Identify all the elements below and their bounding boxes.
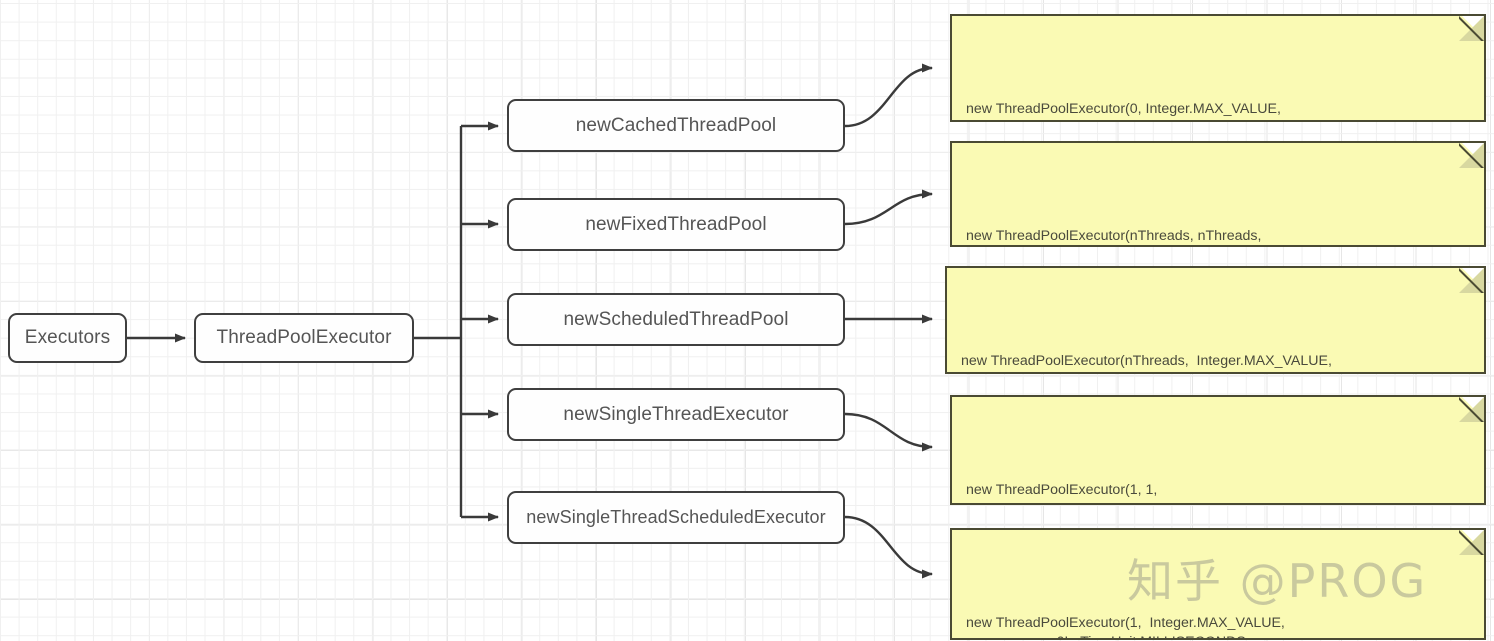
note-text: new ThreadPoolExecutor(nThreads, Integer… — [961, 353, 1332, 372]
arrow-tpe-to-trunk — [414, 126, 463, 517]
node-method-label: newFixedThreadPool — [585, 213, 767, 235]
note-text: new ThreadPoolExecutor(nThreads, nThread… — [966, 228, 1262, 245]
node-method-new-single-thread-executor[interactable]: newSingleThreadExecutor — [507, 388, 845, 441]
node-executors-label: Executors — [24, 327, 111, 348]
node-method-label: newScheduledThreadPool — [563, 308, 789, 330]
note-fold-shade-icon — [1459, 397, 1484, 422]
note-single-thread-scheduled-executor-constructor: new ThreadPoolExecutor(1, Integer.MAX_VA… — [950, 528, 1486, 640]
arrow-method-5-to-note-5 — [844, 515, 933, 579]
arrow-method-2-to-note-2 — [844, 189, 933, 226]
node-threadpoolexecutor[interactable]: ThreadPoolExecutor — [194, 313, 414, 363]
note-text: new ThreadPoolExecutor(1, 1, 0L, TimeUni… — [966, 482, 1250, 503]
node-method-label: newCachedThreadPool — [575, 114, 777, 136]
note-fold-shade-icon — [1459, 530, 1484, 555]
note-fold-shade-icon — [1459, 16, 1484, 41]
note-scheduled-thread-pool-constructor: new ThreadPoolExecutor(nThreads, Integer… — [945, 266, 1486, 374]
arrow-method-1-to-note-1 — [844, 63, 933, 128]
note-fold-shade-icon — [1459, 143, 1484, 168]
note-text: new ThreadPoolExecutor(1, Integer.MAX_VA… — [966, 615, 1285, 638]
node-method-new-single-thread-scheduled-executor[interactable]: newSingleThreadScheduledExecutor — [507, 491, 845, 544]
node-method-new-fixed-thread-pool[interactable]: newFixedThreadPool — [507, 198, 845, 251]
note-fold-shade-icon — [1459, 268, 1484, 293]
node-method-new-scheduled-thread-pool[interactable]: newScheduledThreadPool — [507, 293, 845, 346]
node-threadpoolexecutor-label: ThreadPoolExecutor — [216, 327, 392, 348]
arrow-method-4-to-note-4 — [844, 412, 933, 452]
node-method-label: newSingleThreadExecutor — [563, 403, 789, 425]
node-method-new-cached-thread-pool[interactable]: newCachedThreadPool — [507, 99, 845, 152]
note-single-thread-executor-constructor: new ThreadPoolExecutor(1, 1, 0L, TimeUni… — [950, 395, 1486, 505]
note-text: new ThreadPoolExecutor(0, Integer.MAX_VA… — [966, 101, 1281, 120]
note-fixed-thread-pool-constructor: new ThreadPoolExecutor(nThreads, nThread… — [950, 141, 1486, 247]
node-method-label: newSingleThreadScheduledExecutor — [526, 507, 826, 527]
note-cached-thread-pool-constructor: new ThreadPoolExecutor(0, Integer.MAX_VA… — [950, 14, 1486, 122]
node-executors[interactable]: Executors — [8, 313, 127, 363]
